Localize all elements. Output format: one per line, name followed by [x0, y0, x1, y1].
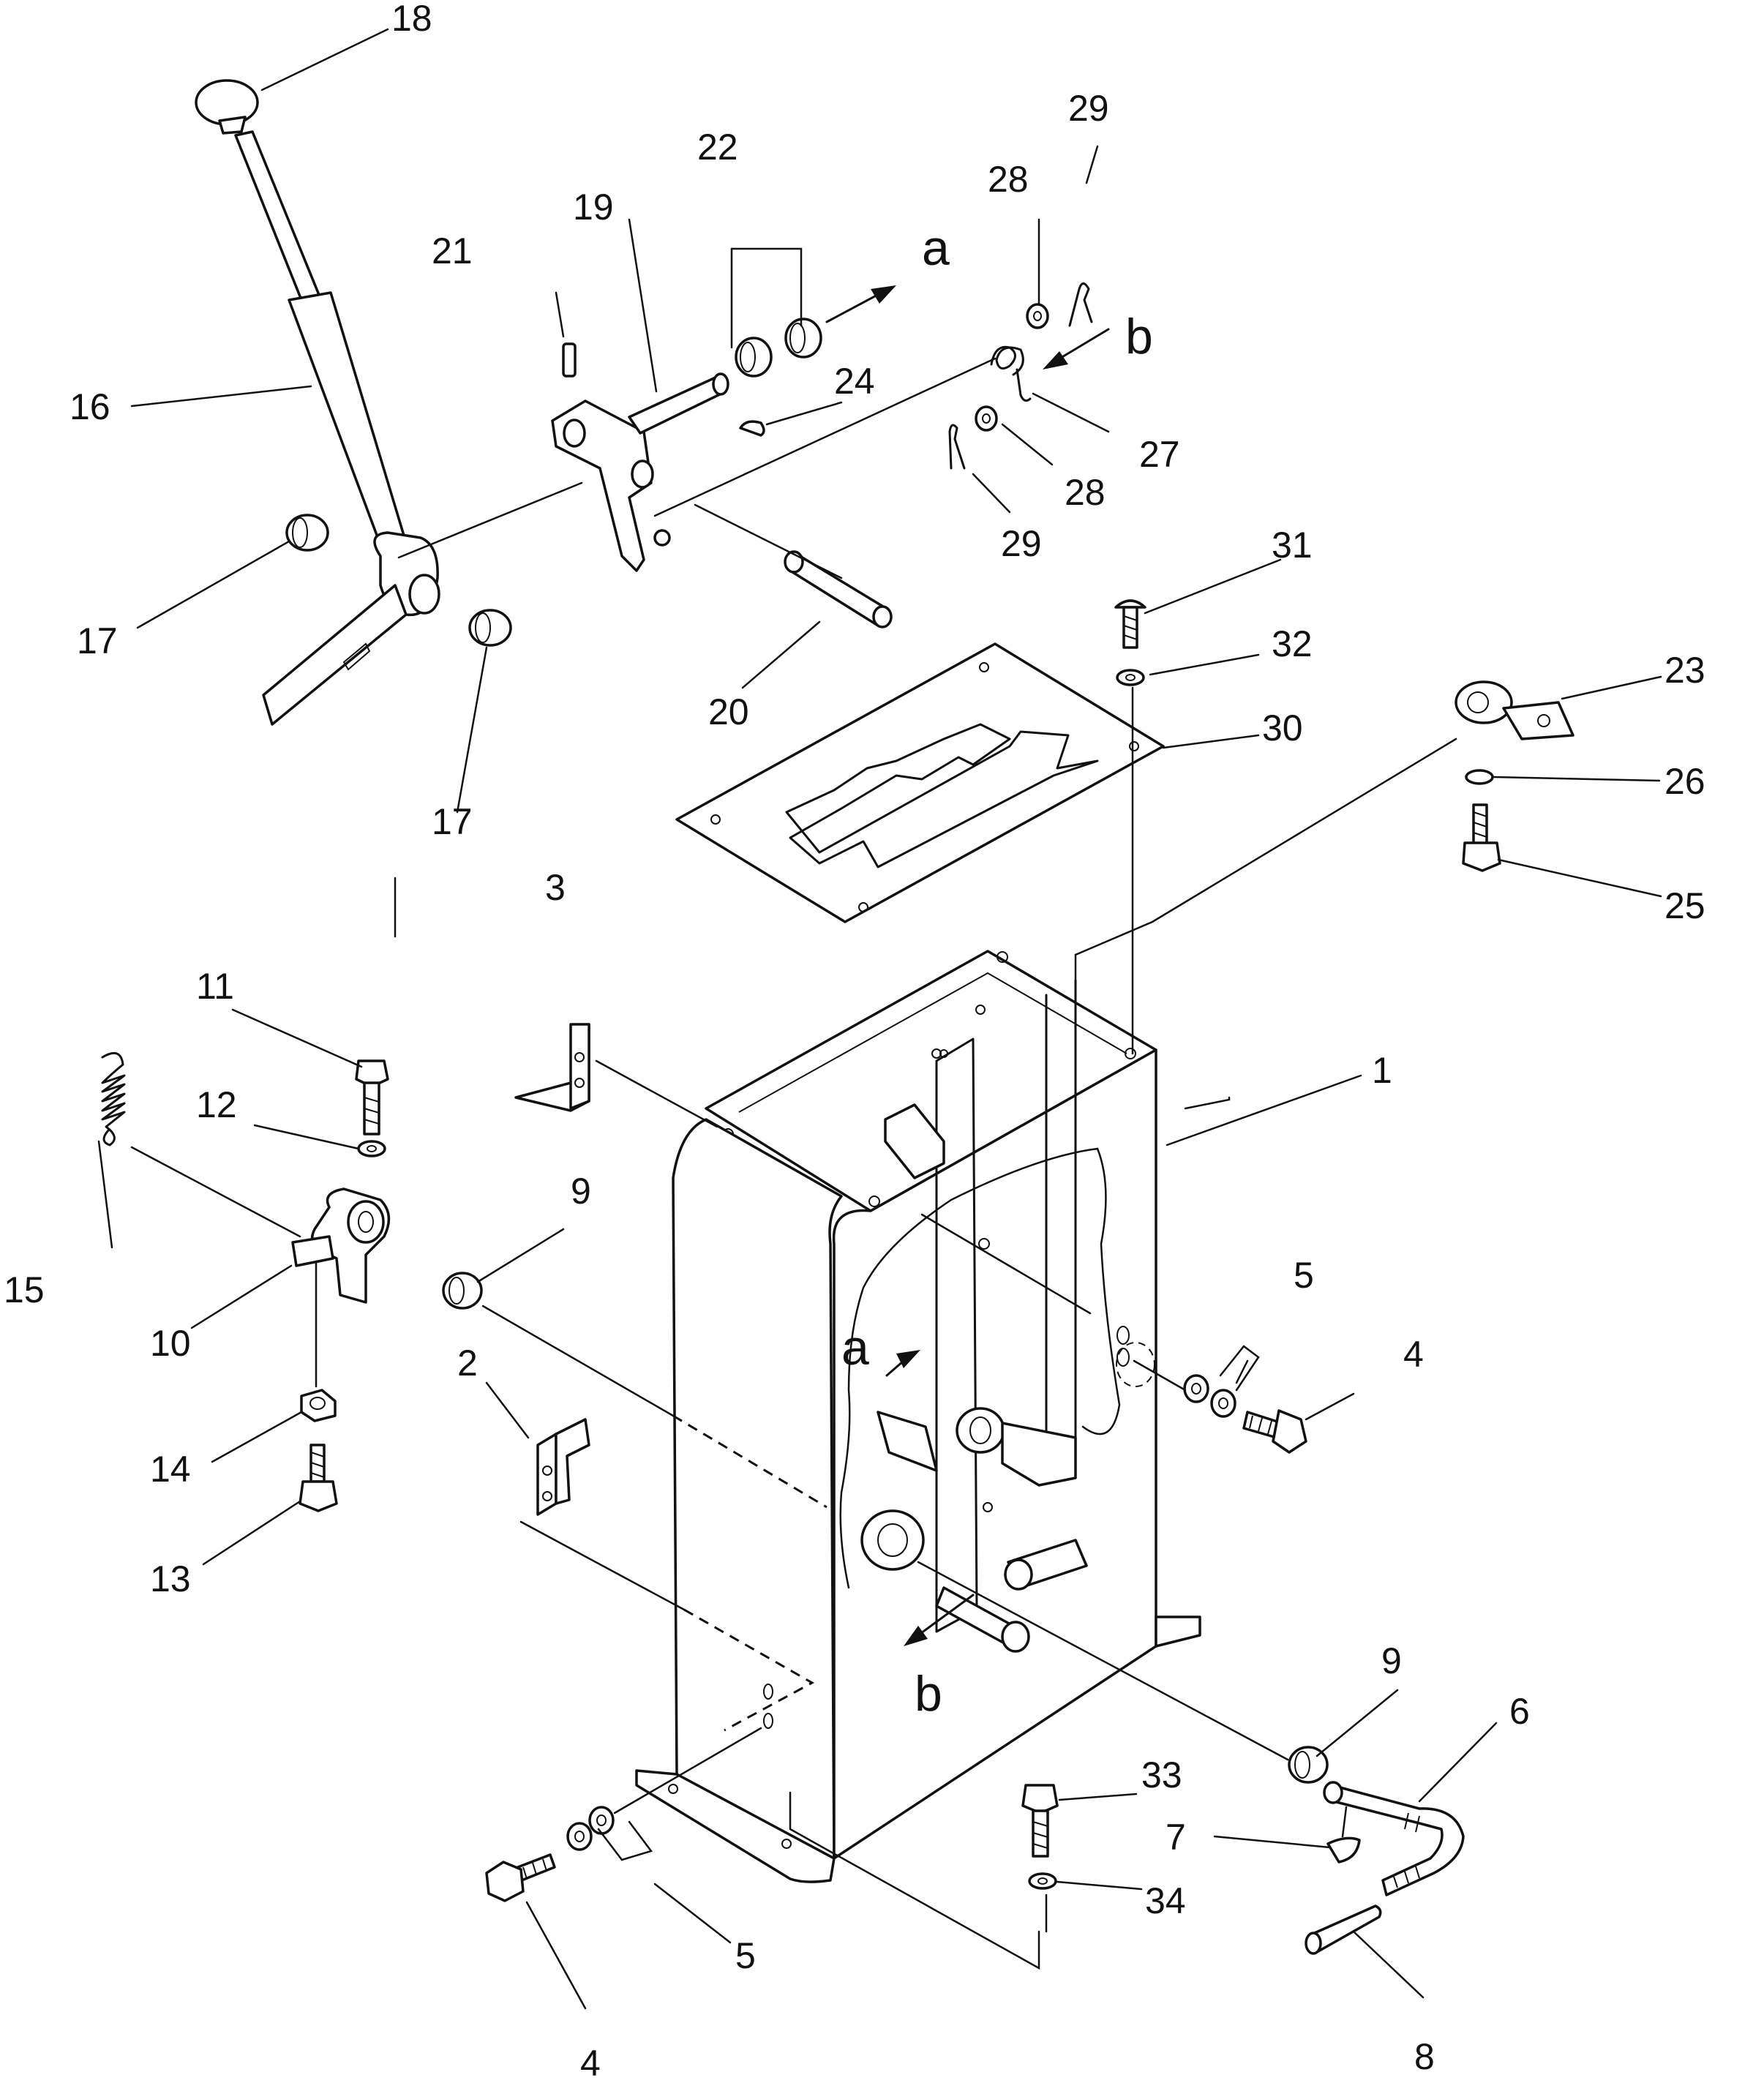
bushing-17-lower	[468, 609, 512, 647]
washers-5-right	[1183, 1374, 1236, 1418]
label-part-26: 26	[1664, 761, 1705, 802]
washer-26	[1465, 769, 1494, 785]
label-part-9-right: 9	[1381, 1640, 1402, 1681]
label-part-21: 21	[432, 230, 473, 271]
spring-27	[990, 345, 1032, 402]
pin-20	[784, 550, 893, 628]
label-part-19: 19	[573, 187, 614, 228]
label-part-25: 25	[1664, 885, 1705, 926]
bolt-11	[355, 1059, 389, 1136]
label-part-22: 22	[697, 127, 738, 168]
washer-32	[1116, 669, 1145, 686]
label-part-7: 7	[1166, 1817, 1186, 1858]
stopper-10	[291, 1187, 391, 1304]
bushing-17-upper	[285, 514, 329, 552]
label-part-8: 8	[1414, 2036, 1435, 2077]
key-7	[1326, 1836, 1361, 1864]
part-number-labels: 1 2 3 4 4 5 5 6 7 8 9 9 10 11 12 13 14 1…	[4, 0, 1705, 2083]
screw-31	[1114, 599, 1146, 649]
label-part-23: 23	[1664, 650, 1705, 691]
arrows	[825, 285, 1110, 1646]
label-part-29-upper: 29	[1068, 88, 1109, 129]
label-part-18: 18	[391, 0, 432, 39]
washer-group-tags	[597, 1345, 1260, 1861]
lever-case-1	[635, 950, 1201, 1883]
label-part-4-bottom: 4	[580, 2043, 601, 2083]
washer-28-upper	[1026, 303, 1049, 329]
washers-5-bottom	[566, 1806, 615, 1851]
bolt-25	[1462, 803, 1501, 872]
label-part-12: 12	[196, 1084, 237, 1125]
gate-plate-30	[675, 642, 1165, 923]
nut-14	[300, 1389, 337, 1422]
label-part-13: 13	[150, 1558, 191, 1599]
label-part-17-upper: 17	[77, 620, 118, 661]
control-lever	[195, 79, 440, 726]
label-part-24: 24	[834, 361, 875, 402]
label-part-16: 16	[70, 386, 110, 427]
label-part-3: 3	[545, 867, 566, 908]
marker-b-body: b	[915, 1666, 942, 1722]
marker-a-body: a	[841, 1320, 869, 1375]
label-part-9-left: 9	[571, 1171, 591, 1212]
clamp-23	[1455, 680, 1575, 740]
cotter-pin-29-lower	[948, 424, 966, 470]
washer-28-lower	[975, 405, 998, 432]
bracket-3	[514, 1023, 590, 1112]
bolt-4-right	[1242, 1409, 1307, 1454]
bushing-9-left	[442, 1272, 483, 1310]
label-part-14: 14	[150, 1449, 191, 1490]
label-part-1: 1	[1372, 1050, 1392, 1091]
bracket-2	[536, 1418, 590, 1516]
view-markers: a b a b	[841, 220, 1153, 1722]
marker-b-top: b	[1125, 309, 1153, 364]
bolt-33	[1021, 1784, 1059, 1858]
label-part-15: 15	[4, 1269, 45, 1310]
label-part-30: 30	[1262, 708, 1303, 748]
label-part-5-right: 5	[1294, 1255, 1314, 1296]
assembly-guide-lines	[130, 357, 1457, 1970]
bolt-13	[299, 1444, 338, 1512]
label-part-33: 33	[1141, 1754, 1182, 1795]
label-part-20: 20	[708, 691, 749, 732]
shaft-6	[1323, 1781, 1465, 1896]
label-part-32: 32	[1272, 623, 1313, 664]
spring-15	[101, 1051, 126, 1146]
washer-34	[1028, 1872, 1057, 1890]
label-part-2: 2	[457, 1343, 478, 1384]
bushing-pair-22	[735, 318, 822, 378]
shift-bracket	[551, 372, 729, 572]
label-part-6: 6	[1509, 1691, 1530, 1732]
pin-21	[562, 342, 577, 378]
label-part-31: 31	[1272, 525, 1313, 566]
marker-a-top: a	[922, 220, 950, 276]
label-part-17-lower: 17	[432, 801, 473, 842]
cotter-pin-29-upper	[1068, 282, 1093, 327]
grip-8	[1305, 1904, 1382, 1955]
label-part-27: 27	[1139, 434, 1180, 475]
bolt-4-bottom	[485, 1853, 556, 1902]
label-part-28-lower: 28	[1065, 472, 1106, 513]
label-part-10: 10	[150, 1323, 191, 1364]
washer-12	[357, 1140, 386, 1157]
label-part-5-bottom: 5	[735, 1935, 756, 1976]
label-part-11: 11	[196, 966, 234, 1007]
label-part-4-right: 4	[1403, 1334, 1424, 1375]
key-24	[739, 420, 765, 437]
label-part-29-lower: 29	[1001, 523, 1042, 564]
label-part-28-upper: 28	[988, 159, 1029, 200]
label-part-34: 34	[1145, 1880, 1186, 1921]
leader-lines	[97, 28, 1662, 2010]
